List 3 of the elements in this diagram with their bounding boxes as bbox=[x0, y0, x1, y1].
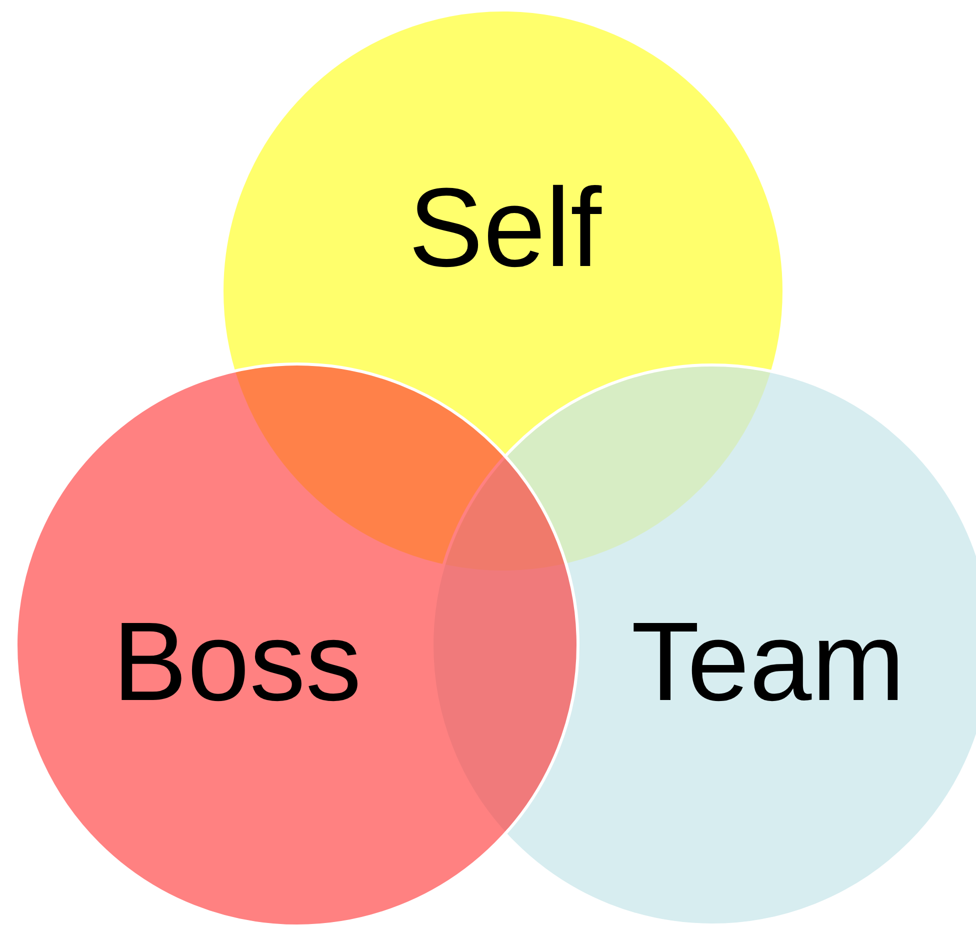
circle-label: Self bbox=[408, 172, 602, 284]
circle-label: Team bbox=[631, 606, 905, 718]
circle-label: Boss bbox=[112, 606, 362, 718]
